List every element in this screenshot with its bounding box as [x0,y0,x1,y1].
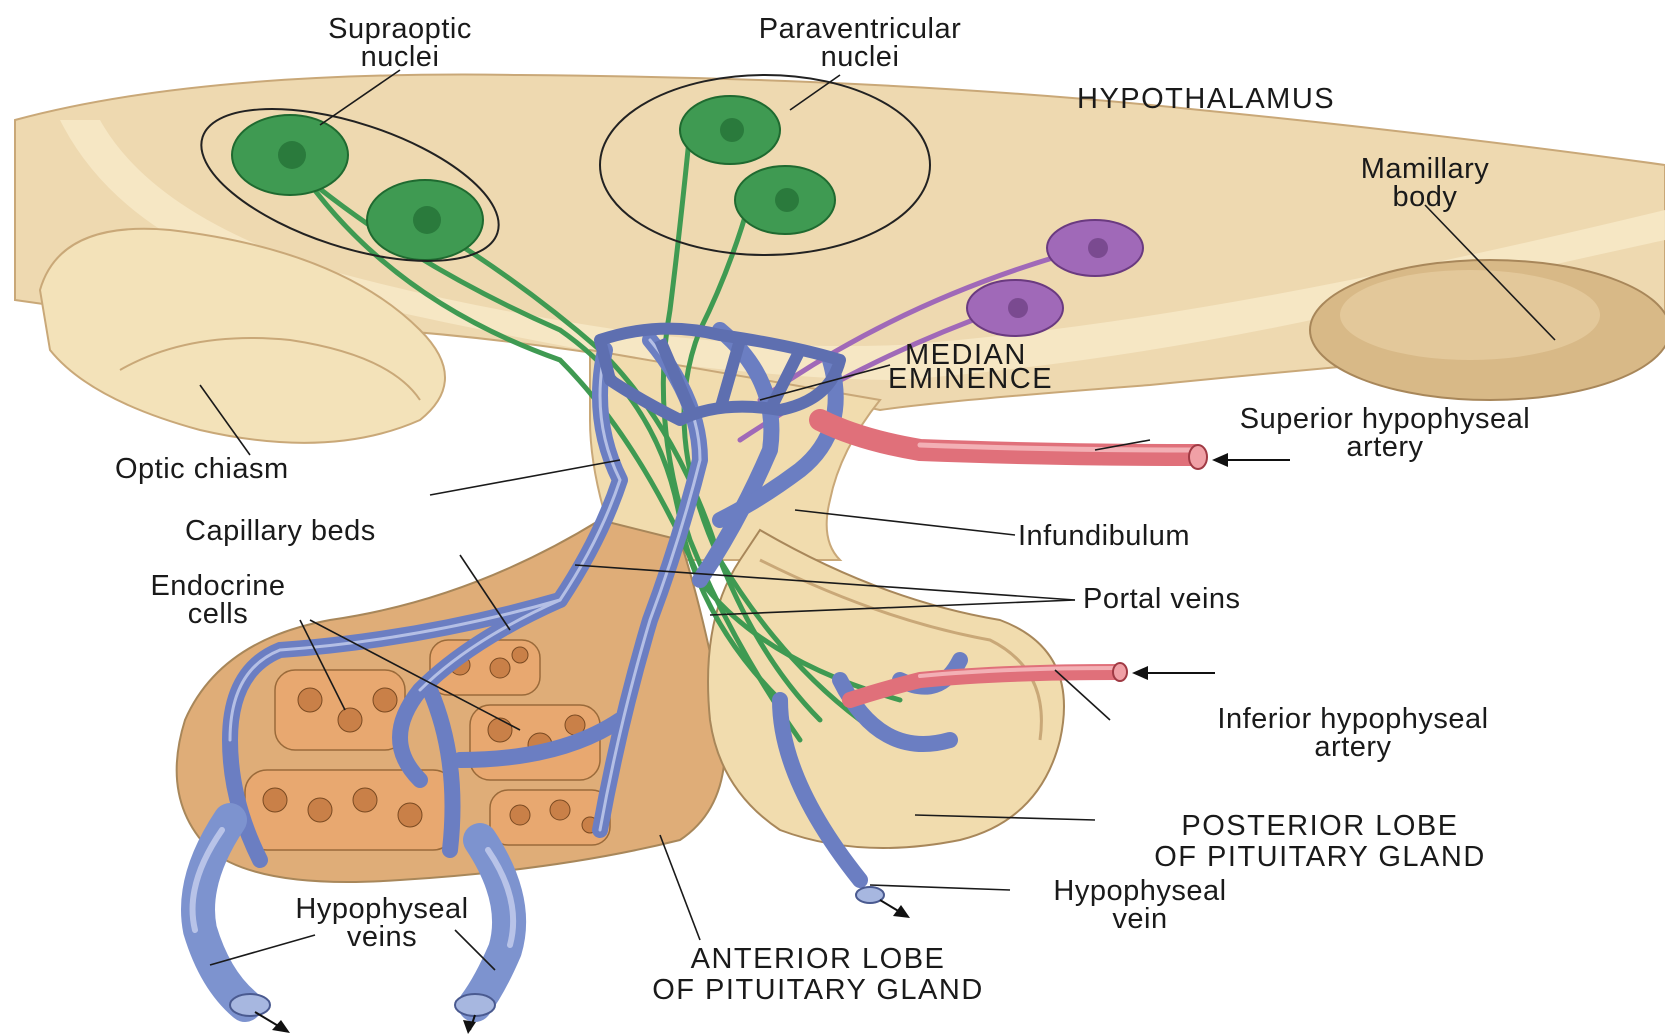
paraventricular-label-line2: nuclei [821,41,900,73]
vein-opening-left [230,994,270,1016]
superior-artery-label-line2: artery [1346,431,1423,463]
capillary-beds-label: Capillary beds [185,515,376,547]
vein-opening-right [455,994,495,1016]
anterior-lobe-label-line1: ANTERIOR LOBE [691,943,946,975]
hypothalamus-label: HYPOTHALAMUS [1077,83,1335,115]
hypophyseal-vein-label-line2: vein [1112,903,1167,935]
infundibulum-label: Infundibulum [1018,520,1190,552]
superior-hypophyseal-artery [820,420,1207,469]
posterior-lobe-label-line1: POSTERIOR LOBE [1181,810,1458,842]
endocrine-cells-label-line2: cells [188,598,249,630]
median-eminence-label-line2: EMINENCE [888,363,1053,395]
inferior-artery-label-line2: artery [1314,731,1391,763]
anterior-lobe-label-line2: OF PITUITARY GLAND [652,974,984,1006]
supraoptic-label-line2: nuclei [361,41,440,73]
mamillary-label-line2: body [1393,181,1458,213]
mamillary-body-highlight [1340,270,1600,360]
optic-chiasm-label: Optic chiasm [115,453,289,485]
portal-veins-label: Portal veins [1083,583,1241,615]
hypophyseal-veins-label-line2: veins [347,921,417,953]
posterior-lobe-label-line2: OF PITUITARY GLAND [1154,841,1486,873]
